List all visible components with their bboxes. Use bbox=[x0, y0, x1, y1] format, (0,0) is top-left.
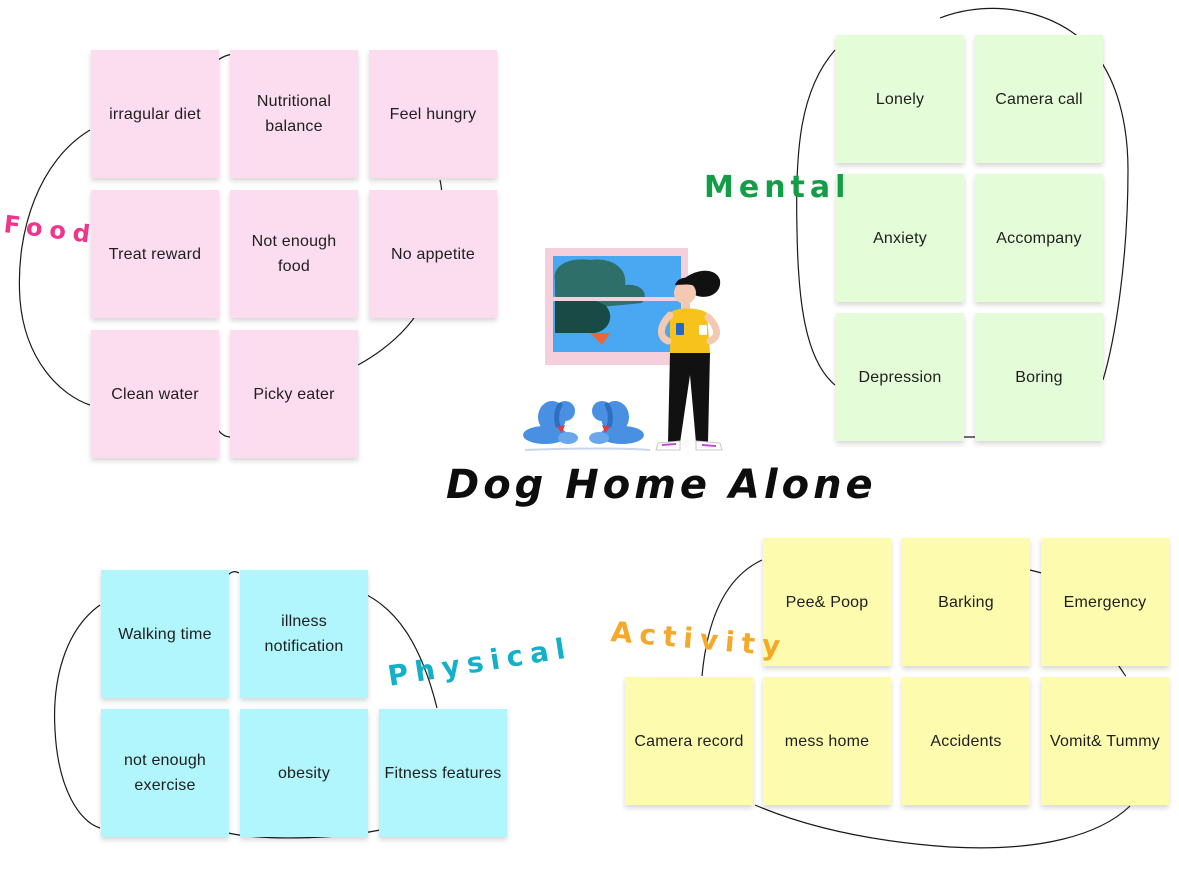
mental-label: Mental bbox=[704, 170, 851, 205]
sticky-note-food[interactable]: Picky eater bbox=[230, 330, 358, 458]
sticky-note-food[interactable]: Nutritional balance bbox=[230, 50, 358, 178]
sticky-note-physical[interactable]: obesity bbox=[240, 709, 368, 837]
sticky-note-food[interactable]: Feel hungry bbox=[369, 50, 497, 178]
sticky-note-activity[interactable]: mess home bbox=[763, 677, 891, 805]
sticky-note-food[interactable]: Treat reward bbox=[91, 190, 219, 318]
dog-icon bbox=[523, 401, 578, 444]
sticky-note-mental[interactable]: Camera call bbox=[975, 35, 1103, 163]
sticky-note-food[interactable]: Not enough food bbox=[230, 190, 358, 318]
sticky-note-food[interactable]: irragular diet bbox=[91, 50, 219, 178]
window-icon bbox=[545, 248, 688, 365]
dog-home-alone-illustration bbox=[523, 248, 723, 451]
mental-cluster-outline bbox=[796, 7, 1129, 438]
sticky-note-physical[interactable]: illness notification bbox=[240, 570, 368, 698]
sticky-note-mental[interactable]: Lonely bbox=[836, 35, 964, 163]
sticky-note-activity[interactable]: Emergency bbox=[1041, 538, 1169, 666]
sticky-note-food[interactable]: Clean water bbox=[91, 330, 219, 458]
sticky-note-mental[interactable]: Boring bbox=[975, 313, 1103, 441]
sticky-note-activity[interactable]: Pee& Poop bbox=[763, 538, 891, 666]
sticky-note-activity[interactable]: Barking bbox=[902, 538, 1030, 666]
sticky-note-physical[interactable]: Walking time bbox=[101, 570, 229, 698]
sticky-note-activity[interactable]: Camera record bbox=[625, 677, 753, 805]
sticky-note-food[interactable]: No appetite bbox=[369, 190, 497, 318]
board-title: Dog Home Alone bbox=[446, 462, 877, 508]
dog-icon bbox=[589, 401, 644, 444]
sticky-note-mental[interactable]: Depression bbox=[836, 313, 964, 441]
sticky-note-activity[interactable]: Accidents bbox=[902, 677, 1030, 805]
sticky-note-activity[interactable]: Vomit& Tummy bbox=[1041, 677, 1169, 805]
woman-with-phone-icon bbox=[655, 270, 723, 451]
physical-cluster-outline bbox=[53, 571, 506, 839]
sticky-note-mental[interactable]: Anxiety bbox=[836, 174, 964, 302]
sticky-note-physical[interactable]: not enough exercise bbox=[101, 709, 229, 837]
sticky-note-mental[interactable]: Accompany bbox=[975, 174, 1103, 302]
sticky-note-physical[interactable]: Fitness features bbox=[379, 709, 507, 837]
